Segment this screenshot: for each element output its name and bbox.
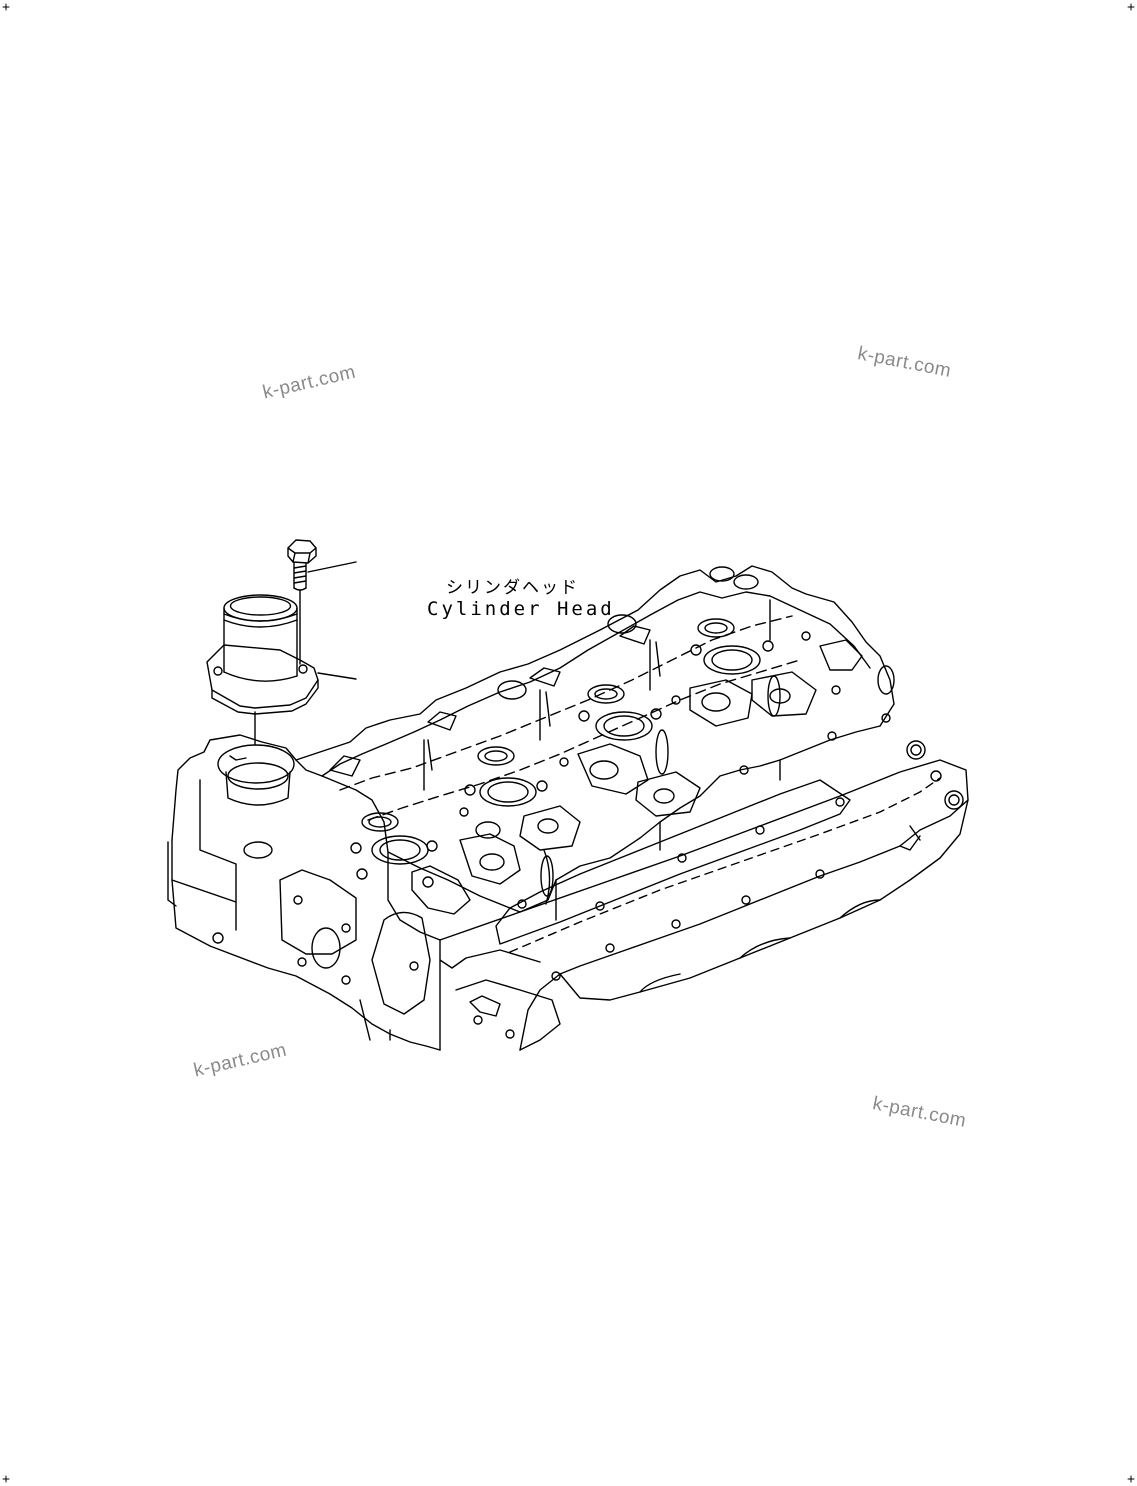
leader-line-housing — [317, 672, 357, 680]
injector-bores — [350, 618, 774, 888]
leader-line-bolt — [307, 561, 357, 573]
part-label-english: Cylinder Head — [427, 598, 615, 620]
bolt — [287, 539, 317, 591]
water-outlet-housing — [206, 594, 319, 715]
cylinder-head — [167, 565, 969, 1051]
registration-marks — [2, 3, 1135, 1483]
part-label-japanese: シリンダヘッド — [446, 578, 579, 598]
